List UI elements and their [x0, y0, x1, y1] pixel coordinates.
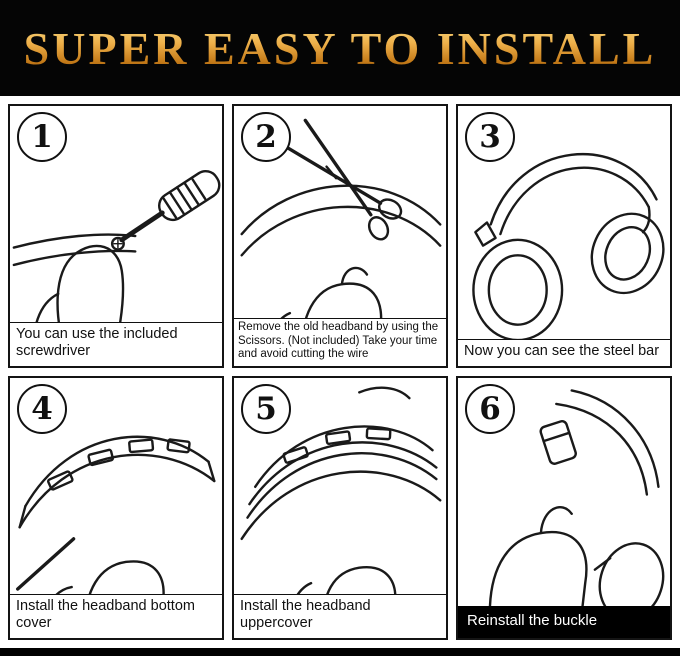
header-bar: SUPER EASY TO INSTALL — [0, 0, 680, 96]
panel-step-5: 5 Install — [232, 376, 448, 640]
page-title: SUPER EASY TO INSTALL — [23, 22, 657, 74]
step-number-badge: 1 — [17, 112, 67, 162]
step-number-badge: 2 — [241, 112, 291, 162]
panel-step-3: 3 Now you can see the steel bar — [456, 104, 672, 368]
panel-step-1: 1 — [8, 104, 224, 368]
panel-step-2: 2 Remove t — [232, 104, 448, 368]
step-caption: You can use the included screwdriver — [10, 321, 222, 366]
step-caption: Remove the old headband by using the Sci… — [234, 318, 446, 366]
step-number-badge: 6 — [465, 384, 515, 434]
step-caption: Now you can see the steel bar — [458, 339, 670, 366]
step-caption: Install the headband bottom cover — [10, 593, 222, 638]
step-number-badge: 3 — [465, 112, 515, 162]
hand-reinstalling-buckle-illustration — [458, 378, 670, 638]
instruction-grid-wrapper: 1 — [0, 96, 680, 648]
step-caption: Install the headband uppercover — [234, 593, 446, 638]
step-caption: Reinstall the buckle — [458, 605, 670, 638]
step-number-badge: 5 — [241, 384, 291, 434]
footer-strip — [0, 648, 680, 656]
panel-step-4: 4 — [8, 376, 224, 640]
panel-step-6: 6 Rein — [456, 376, 672, 640]
headphones-exposed-steel-bar-illustration — [458, 106, 670, 366]
step-number-badge: 4 — [17, 384, 67, 434]
instruction-grid: 1 — [8, 104, 672, 640]
